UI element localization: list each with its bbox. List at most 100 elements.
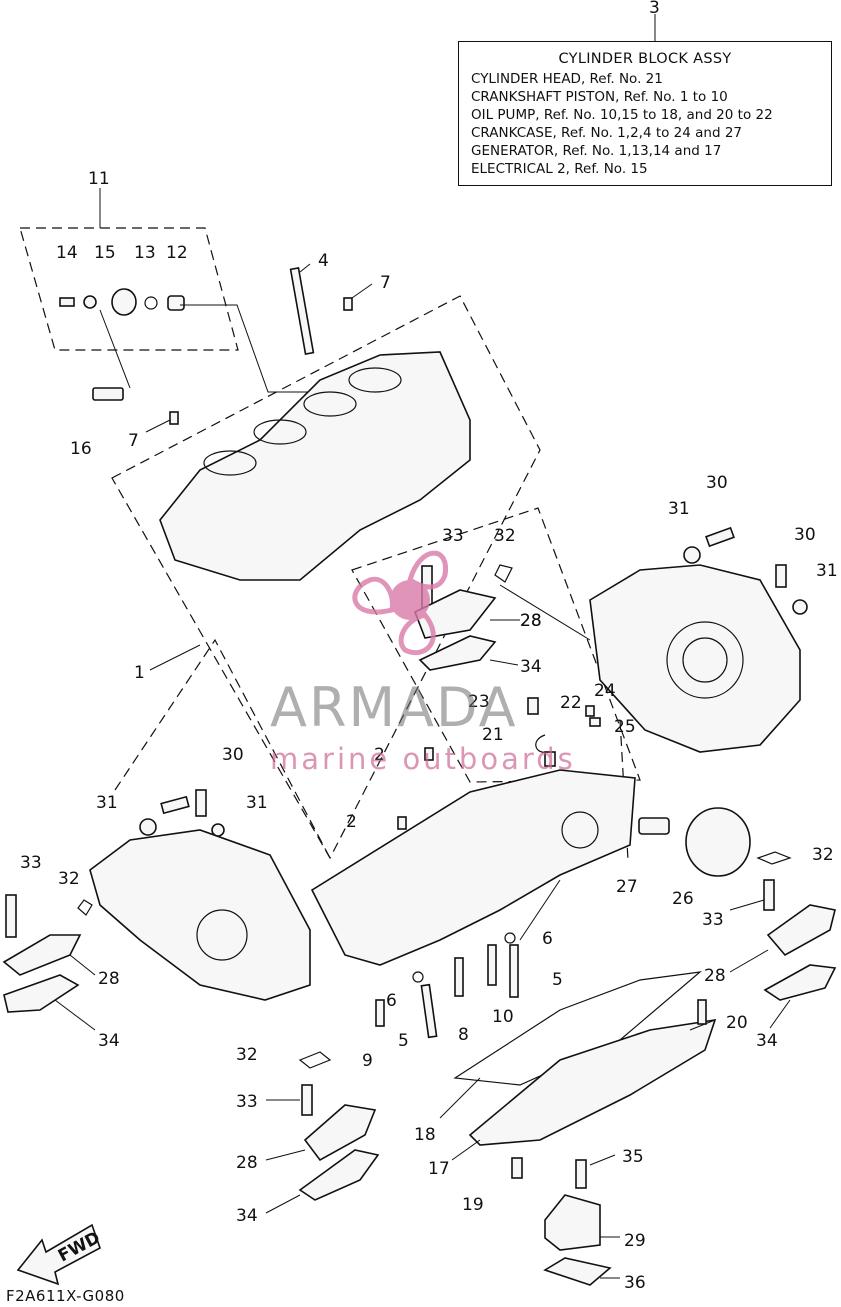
callout-2: 2 — [374, 745, 385, 765]
legend-line-oil-pump: OIL PUMP, Ref. No. 10,15 to 18, and 20 t… — [471, 107, 773, 123]
leader-32-cover — [499, 584, 591, 641]
part-33-bolt-bottom — [301, 1084, 313, 1116]
part-28-mount-top — [413, 589, 497, 639]
crankcase-cover-bore — [196, 909, 248, 961]
part-15-washer — [83, 295, 97, 309]
part-30-bolt-center — [195, 789, 207, 817]
callout-25: 25 — [614, 717, 636, 737]
cylinder-bore-2 — [253, 419, 307, 445]
callout-35: 35 — [622, 1147, 644, 1167]
generator-cover-inner — [682, 637, 728, 683]
sub-assembly-11 — [59, 288, 330, 401]
callout-33: 33 — [442, 526, 464, 546]
callout-28: 28 — [520, 611, 542, 631]
part-30-bolt-left — [160, 795, 190, 815]
part-24-plug — [585, 705, 595, 717]
part-28-mount-right — [766, 904, 836, 957]
callout-28: 28 — [520, 611, 542, 631]
part-31-washer-center — [211, 823, 225, 837]
part-7-dowel-upper — [343, 297, 353, 311]
callout-27: 27 — [616, 877, 638, 897]
logo-hub — [390, 580, 430, 620]
legend-line-generator: GENERATOR, Ref. No. 1,13,14 and 17 — [471, 143, 722, 159]
part-13-seal — [111, 288, 137, 316]
diagram-code: F2A611X-G080 — [6, 1287, 125, 1305]
leader-33-right — [729, 899, 765, 911]
fwd-arrow: FWD — [16, 1223, 104, 1286]
callout-11: 11 — [88, 169, 110, 189]
leader-4 — [299, 263, 311, 273]
callout-31: 31 — [816, 561, 838, 581]
part-33-bolt-left — [5, 894, 17, 938]
part-32-clip-right — [756, 851, 792, 865]
part-34-gasket-left — [3, 974, 80, 1013]
part-32-clip-left — [77, 899, 93, 916]
part-28-mount-bottom — [303, 1104, 377, 1162]
callout-33: 33 — [702, 910, 724, 930]
part-23-bolt-upper — [527, 697, 539, 715]
part-31-washer-right — [792, 599, 808, 615]
part-19-drain-bolt — [511, 1157, 523, 1179]
crankcase-body — [310, 769, 636, 966]
part-20-dowel — [697, 999, 707, 1025]
oil-pan-group — [453, 971, 717, 1179]
callout-29: 29 — [624, 1231, 646, 1251]
callout-6: 6 — [386, 991, 397, 1011]
callout-2: 2 — [346, 812, 357, 832]
oil-pump-housing — [561, 811, 599, 849]
part-30-bolt-right — [775, 564, 787, 588]
logo-blade-3 — [398, 612, 436, 656]
crankcase-cover — [89, 789, 311, 1001]
leader-34-right — [769, 999, 791, 1029]
part-36-plate — [543, 1257, 612, 1286]
callout-14: 14 — [56, 243, 78, 263]
cylinder-block-body — [159, 351, 471, 581]
part-35-bolt — [575, 1159, 587, 1189]
part-27-switch — [638, 817, 670, 835]
legend-title: CYLINDER BLOCK ASSY — [558, 51, 732, 67]
leader-34-bottom — [265, 1194, 301, 1214]
part-32-clip-top — [494, 564, 513, 583]
callout-22: 22 — [560, 693, 582, 713]
callout-10: 10 — [492, 1007, 514, 1027]
leader-34-top — [489, 659, 519, 666]
part-2-dowel-lower — [397, 816, 407, 830]
part-25-plug — [589, 717, 601, 727]
generator-cover-body — [589, 564, 801, 753]
callout-7: 7 — [380, 273, 391, 293]
oil-pump-boundary — [351, 507, 641, 783]
part-29-rubber-mount — [544, 1194, 601, 1251]
leader-16-path — [99, 309, 131, 389]
legend-line-crankcase: CRANKCASE, Ref. No. 1,2,4 to 24 and 27 — [471, 125, 743, 141]
part-34-gasket-bottom — [298, 1149, 380, 1201]
callout-9: 9 — [362, 1051, 373, 1071]
callout-30: 30 — [222, 745, 244, 765]
generator-cover — [499, 526, 808, 753]
right-mount-group — [756, 851, 837, 1001]
part-17-oil-pan — [468, 1019, 717, 1146]
part-5-bolt-right — [509, 944, 519, 998]
callout-34: 34 — [756, 1031, 778, 1051]
part-31-washer-left — [139, 818, 157, 836]
fwd-arrow-shape — [16, 1223, 101, 1286]
part-12-sensor — [167, 295, 185, 311]
part-26-oil-filter — [685, 807, 751, 877]
leader-34-left — [54, 999, 96, 1031]
callout-32: 32 — [812, 845, 834, 865]
part-16-bolt — [92, 387, 124, 401]
part-10-bolt — [487, 944, 497, 986]
part-34-gasket-top — [418, 635, 497, 671]
callout-31: 31 — [668, 499, 690, 519]
part-32-clip-bottom — [298, 1051, 332, 1069]
part-31-washer-upper — [683, 546, 701, 564]
watermark-brand: ARMADA — [270, 676, 518, 739]
legend-ref-number: 3 — [649, 0, 660, 18]
part-33-bolt-right — [763, 879, 775, 911]
cylinder-block-boundary — [111, 295, 541, 860]
callout-31: 31 — [96, 793, 118, 813]
part-18-gasket — [453, 971, 702, 1086]
legend-ref-layer: 3 — [649, 0, 660, 18]
callout-4: 4 — [318, 251, 329, 271]
leader-20 — [689, 1019, 716, 1031]
armada-logo — [352, 550, 449, 656]
